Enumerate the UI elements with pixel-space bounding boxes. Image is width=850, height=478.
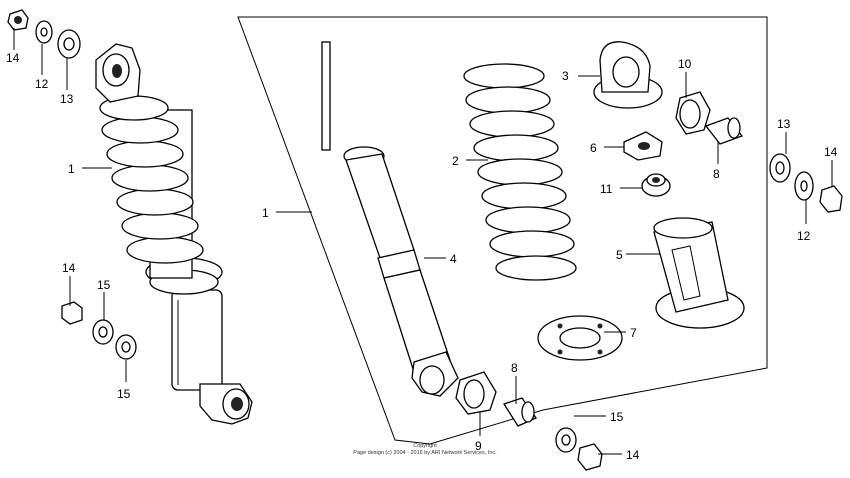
nut-6 (623, 131, 663, 161)
callout-13: 13 (60, 92, 74, 106)
spring (463, 63, 577, 281)
collar-8-upper (704, 117, 744, 145)
callout-5: 5 (616, 248, 623, 262)
callout-3: 3 (562, 69, 569, 83)
spring-seat-7 (537, 315, 623, 361)
callout-1: 1 (262, 206, 269, 220)
callout-8: 8 (511, 361, 518, 375)
callout-14: 14 (62, 261, 76, 275)
callout-11: 11 (600, 182, 613, 196)
bushing-9 (455, 371, 497, 415)
callout-8: 8 (713, 167, 720, 181)
callout-15: 15 (117, 387, 131, 401)
damper-unit (321, 41, 459, 397)
copyright-label: Copyright (413, 443, 437, 449)
bushing-10 (675, 91, 711, 135)
assembled-shock-absorber (95, 43, 253, 425)
bottom-hardware (555, 427, 603, 471)
callout-6: 6 (590, 141, 597, 155)
callout-13: 13 (777, 117, 791, 131)
callout-7: 7 (630, 326, 637, 340)
collar-8-lower (503, 397, 537, 427)
dust-cover-5 (653, 217, 745, 329)
callout-2: 2 (452, 154, 459, 168)
leader-lines (13, 28, 833, 455)
callout-9: 9 (475, 439, 482, 453)
callout-4: 4 (450, 252, 457, 266)
right-hardware (769, 153, 843, 213)
callout-15: 15 (610, 410, 624, 424)
upper-joint-3 (593, 41, 663, 109)
copyright-notice: Page design (c) 2004 - 2016 by ARI Netwo… (353, 450, 497, 456)
callout-14: 14 (626, 448, 640, 462)
callout-14: 14 (824, 145, 838, 159)
callout-10: 10 (678, 57, 692, 71)
callout-1: 1 (68, 162, 75, 176)
callout-14: 14 (6, 51, 20, 65)
callout-12: 12 (35, 77, 49, 91)
left-hardware (7, 9, 137, 360)
callout-12: 12 (797, 229, 811, 243)
assembly-boundary (237, 16, 768, 445)
nut-11 (641, 173, 671, 197)
callout-15: 15 (97, 278, 111, 292)
